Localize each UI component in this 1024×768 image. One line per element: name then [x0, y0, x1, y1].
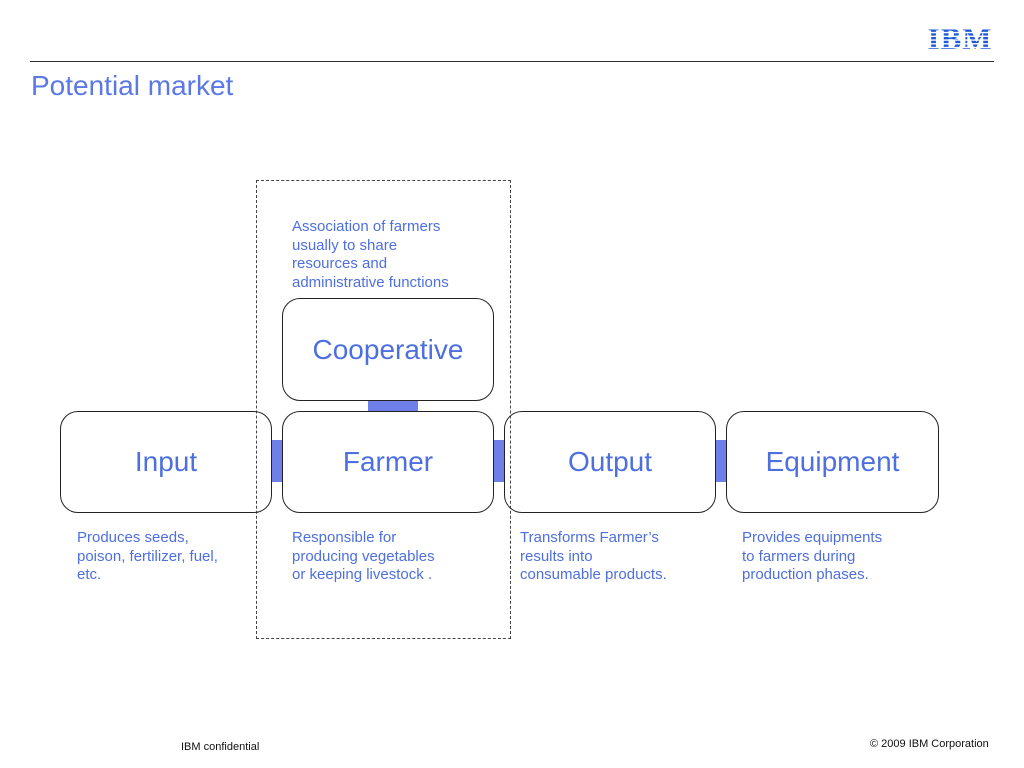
description-line: consumable products.: [520, 566, 667, 583]
connector-cooperative-farmer: [368, 401, 418, 411]
description-line: administrative functions: [292, 273, 449, 291]
node-input: Input: [60, 411, 272, 513]
description-line: Responsible for: [292, 529, 397, 546]
ibm-logo: IBM: [928, 22, 993, 52]
description-input: Produces seeds, poison, fertilizer, fuel…: [77, 529, 218, 585]
header-divider: [30, 61, 994, 62]
node-output: Output: [504, 411, 716, 513]
description-line: production phases.: [742, 566, 869, 583]
description-line: producing vegetables: [292, 547, 435, 565]
description-line: to farmers during: [742, 547, 856, 565]
page-title: Potential market: [31, 70, 234, 101]
footer-confidential: IBM confidential: [181, 741, 260, 753]
node-equipment: Equipment: [726, 411, 939, 513]
description-line: etc.: [77, 566, 102, 583]
node-output-label: Output: [567, 446, 653, 477]
node-input-label: Input: [134, 446, 198, 477]
node-farmer: Farmer: [282, 411, 494, 513]
description-line: Transforms Farmer’s: [520, 529, 659, 546]
node-farmer-label: Farmer: [342, 446, 434, 477]
description-line: usually to share: [292, 236, 398, 254]
connector-input-farmer: [272, 440, 282, 482]
description-line: results into: [520, 547, 593, 565]
node-cooperative-label: Cooperative: [312, 333, 464, 365]
description-line: poison, fertilizer, fuel,: [77, 547, 218, 565]
description-line: resources and: [292, 255, 388, 272]
description-equipment: Provides equipments to farmers during pr…: [742, 529, 882, 585]
description-line: or keeping livestock .: [292, 566, 433, 583]
logo-text: IBM: [928, 22, 993, 52]
description-line: Provides equipments: [742, 529, 883, 546]
description-output: Transforms Farmer’s results into consuma…: [520, 529, 667, 585]
description-line: Association of farmers: [292, 218, 441, 235]
description-line: Produces seeds,: [77, 529, 189, 546]
description-farmer: Responsible for producing vegetables or …: [292, 529, 435, 585]
node-cooperative: Cooperative: [282, 298, 494, 401]
footer-copyright: © 2009 IBM Corporation: [870, 738, 989, 750]
description-cooperative: Association of farmers usually to share …: [292, 218, 449, 292]
node-equipment-label: Equipment: [765, 446, 900, 477]
cooperative-group-outline: [256, 180, 511, 639]
connector-farmer-output: [494, 440, 504, 482]
connector-output-equipment: [716, 440, 726, 482]
